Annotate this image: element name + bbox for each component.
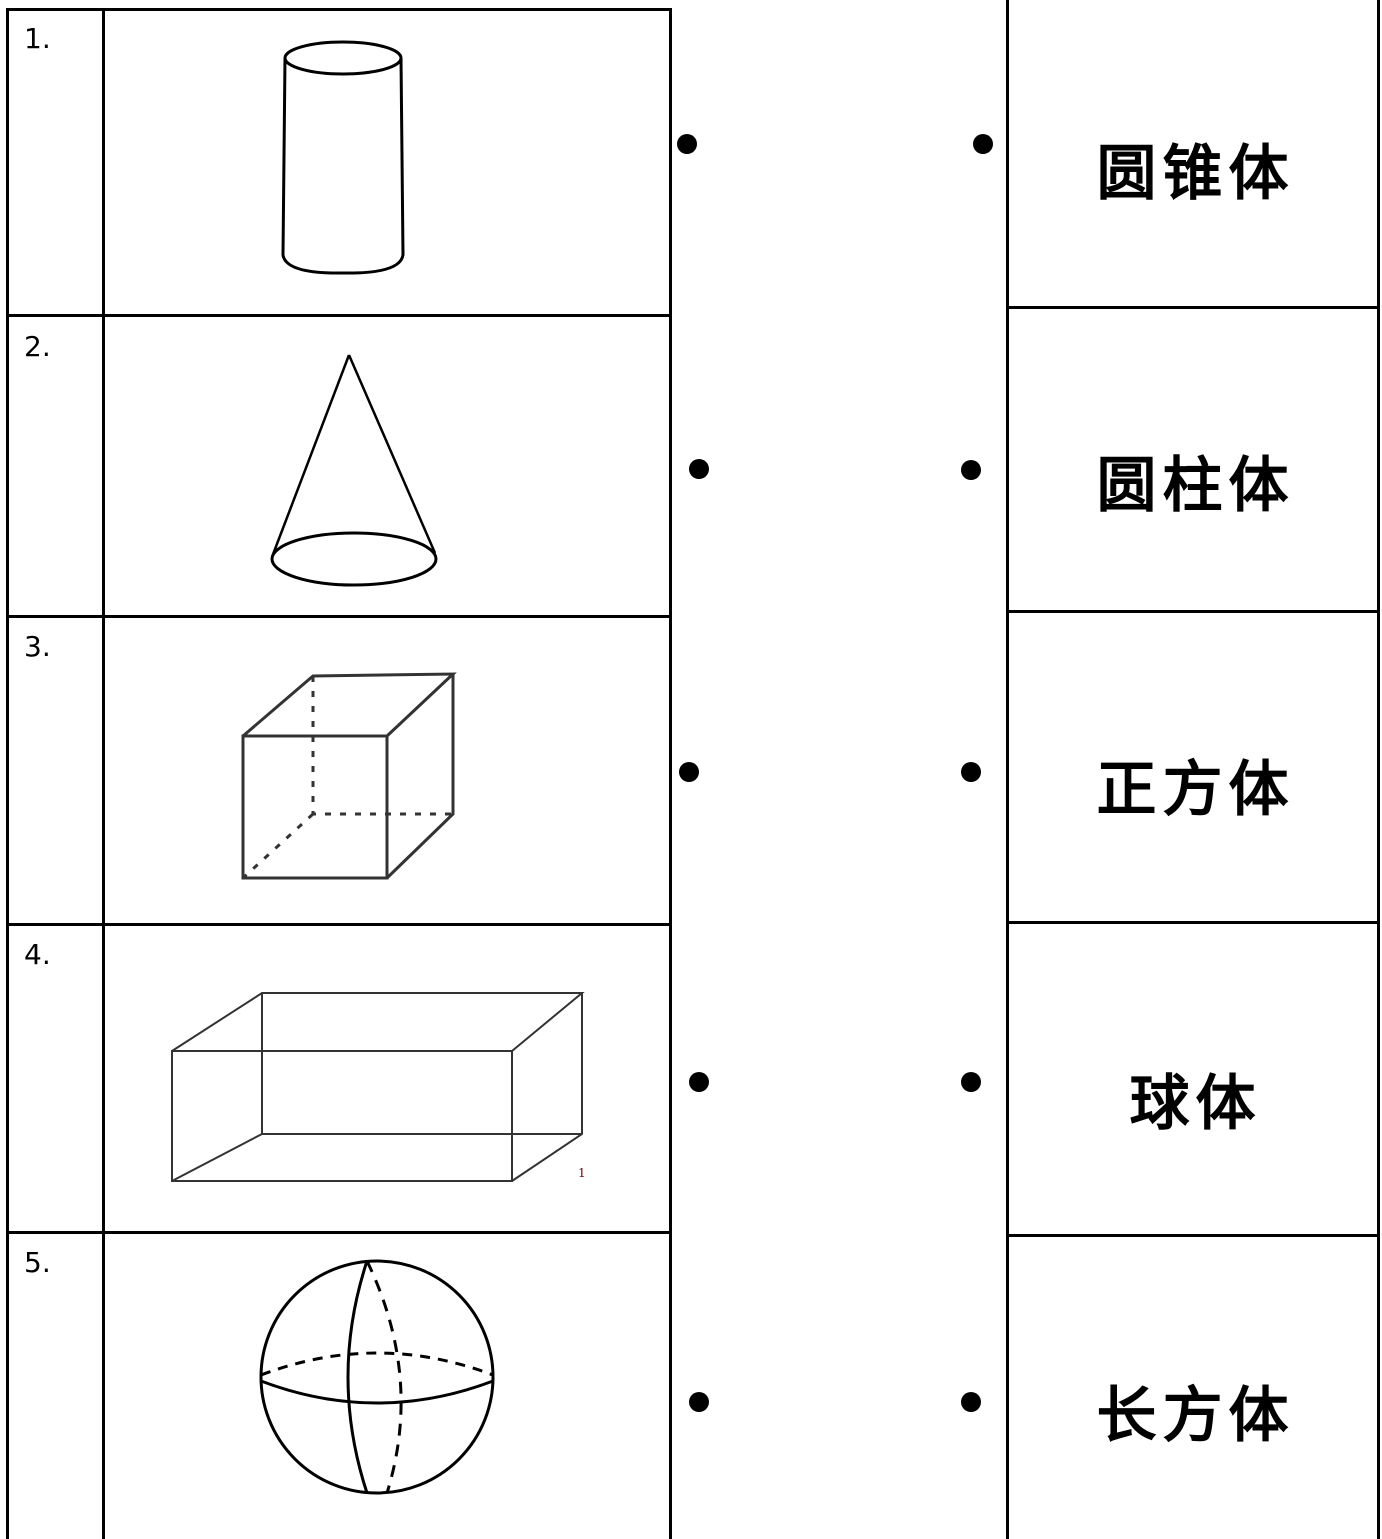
left-match-dot[interactable] bbox=[689, 459, 709, 479]
right-match-dot[interactable] bbox=[961, 762, 981, 782]
right-match-dot[interactable] bbox=[961, 1392, 981, 1412]
left-table-border-right bbox=[669, 8, 672, 1539]
right-row-separator bbox=[1006, 306, 1380, 309]
right-table-border-right bbox=[1377, 0, 1380, 1539]
item-number: 4. bbox=[24, 938, 51, 971]
right-match-dot[interactable] bbox=[973, 134, 993, 154]
left-row-separator bbox=[6, 615, 672, 618]
shape-name: 圆锥体 bbox=[1096, 139, 1295, 209]
sphere-figure bbox=[259, 1259, 495, 1495]
left-table-top bbox=[6, 8, 672, 11]
shape-name: 长方体 bbox=[1096, 1381, 1295, 1451]
left-row-separator bbox=[6, 923, 672, 926]
cone-figure bbox=[270, 354, 438, 587]
item-number: 3. bbox=[24, 630, 51, 663]
left-match-dot[interactable] bbox=[689, 1392, 709, 1412]
left-match-dot[interactable] bbox=[679, 762, 699, 782]
left-match-dot[interactable] bbox=[689, 1072, 709, 1092]
cuboid-figure bbox=[171, 992, 585, 1182]
shape-name: 正方体 bbox=[1096, 755, 1295, 825]
left-match-dot[interactable] bbox=[677, 134, 697, 154]
item-number: 5. bbox=[24, 1246, 51, 1279]
left-row-separator bbox=[6, 314, 672, 317]
right-row-separator bbox=[1006, 921, 1380, 924]
cylinder-figure bbox=[281, 40, 405, 275]
right-match-dot[interactable] bbox=[961, 460, 981, 480]
right-match-dot[interactable] bbox=[961, 1072, 981, 1092]
item-number: 2. bbox=[24, 330, 51, 363]
shape-name: 球体 bbox=[1129, 1069, 1262, 1139]
right-row-separator bbox=[1006, 610, 1380, 613]
right-row-separator bbox=[1006, 1234, 1380, 1237]
left-table-border-left bbox=[6, 8, 9, 1539]
left-table-divider bbox=[102, 8, 105, 1539]
cuboid-mark: 1 bbox=[578, 1166, 586, 1180]
right-table-border-left bbox=[1006, 0, 1009, 1539]
left-row-separator bbox=[6, 1231, 672, 1234]
cube-figure bbox=[241, 672, 457, 880]
shape-name: 圆柱体 bbox=[1096, 451, 1295, 521]
item-number: 1. bbox=[24, 22, 51, 55]
